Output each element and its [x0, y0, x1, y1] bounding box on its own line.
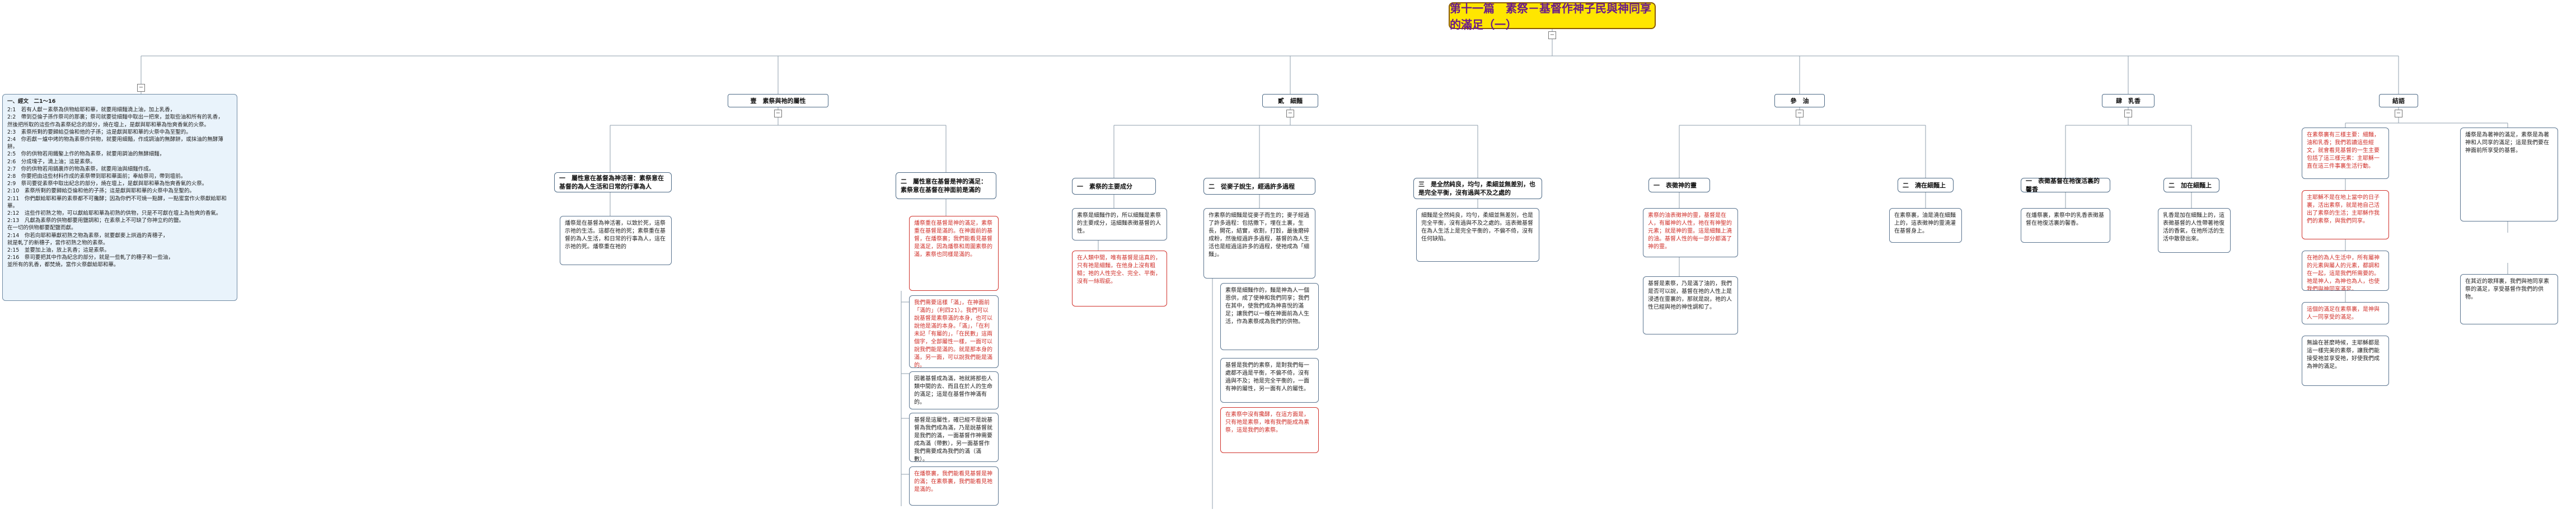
subtopic-2a[interactable]: 一 素祭的主要成分	[1072, 178, 1156, 195]
verse-line: 2:16 祭司要把其中作為紀念的部分，就是一些軋了的穗子和一些油，	[7, 254, 174, 261]
verse-line: 2:12 這些作初熟之物，可以獻給耶和華為初熟的供物，只是不可獻在壇上為怡爽的香…	[7, 210, 222, 217]
verse-line: 2:15 並要加上油，放上乳香；這是素祭。	[7, 247, 110, 254]
subtopic-4b[interactable]: 二 加在細麵上	[2163, 178, 2219, 192]
collapse-toggle-icon[interactable]: −	[1548, 31, 1556, 39]
note-2c-3: 基督是我們的素祭，是對我們每一處都不過是平衡，不偏不倚，沒有過與不及；祂是完全平…	[1220, 358, 1319, 403]
note-1b-5-text: 在燔祭裏，我們能看見基督是神的滿；在素祭裏，我們能看見祂是滿的。	[914, 471, 992, 493]
verse-line: 2:11 你們獻給耶和華的素祭都不可攙酵；因為你們不可燒一點酵，一點蜜當作火祭獻…	[7, 195, 227, 209]
subtopic-1b[interactable]: 二 屬性意在基督是神的滿足：素祭意在基督在神面前是滿的	[896, 172, 996, 199]
note-1b-4: 基督是這屬性，確已經不是說基督為我們成為滿，乃是說基督就是我們的滿，一面基督作神…	[909, 413, 999, 462]
scripture-panel: 一、經文 二1～16 2:1 若有人獻ㄧ素祭為供物給耶和華，就要用細麵澆上油，加…	[2, 94, 237, 301]
note-3a-1: 素祭的油表徵神的靈，基督是在人，有屬神的人性，祂在有神聖的元素；就是神的靈。這是…	[1643, 208, 1738, 257]
note-1b-2-text: 我們需要這樣「滿」，在神面前「滿的」（利四21）。我們可以說基督是素祭滿的本身，…	[914, 300, 992, 368]
note-2a-2: 在人類中間，唯有基督是這真的，只有祂是細麵，在他身上沒有粗糙；祂的人性完全、完全…	[1072, 251, 1167, 306]
section-3-heading[interactable]: 參 油	[1774, 94, 1825, 107]
subtopic-1a[interactable]: 一 屬性意在基督為神活著：素祭意在基督的為人生活和日常的行事為人	[554, 172, 672, 192]
note-1b-2: 我們需要這樣「滿」，在神面前「滿的」（利四21）。我們可以說基督是素祭滿的本身，…	[909, 295, 999, 368]
section-4-heading[interactable]: 肆 乳香	[2102, 94, 2155, 107]
note-5b: 主耶穌不是在地上當中的日子裏，活出素祭，就是祂自己活出了素祭的生活；主耶穌作我們…	[2302, 190, 2389, 239]
verse-line: 2:10 素祭所剩的要歸給亞倫和他的子孫；這是獻與耶和華的火祭中為至聖的。	[7, 188, 195, 195]
verse-line: 2:9 祭司要從素祭中取出紀念的部分，燒在壇上，是獻與耶和華為怡爽香氣的火祭。	[7, 181, 208, 187]
verse-line: 2:7 你的供物若用鍋裏炸的物為素祭，就要用油與細麵作成。	[7, 166, 154, 172]
note-3b-1: 在素祭裏，油是澆在細麵上的，這表徵神的靈澆灌在基督身上。	[1889, 208, 1962, 243]
verse-line: 2:14 你若向耶和華獻初熟之物為素祭，就要獻麥上烘過的青穗子，	[7, 232, 168, 239]
subtopic-2c[interactable]: 三 是全然純良，均勻，柔細並無差別，也是完全平衡，沒有過與不及之處的	[1413, 178, 1542, 199]
note-2c-2: 素祭是細麵作的，麵是神為人一個恩供，成了使神和我們同享；我們在其中，使我們成為神…	[1220, 283, 1319, 350]
note-1b-5: 在燔祭裏，我們能看見基督是神的滿；在素祭裏，我們能看見祂是滿的。	[909, 466, 999, 506]
note-5a: 在素祭裏有三樣主要：細麵，油和乳香；我們若讀這些經文，就會看見基督的一生主要包括…	[2302, 128, 2389, 179]
verse-line: 2:13 凡獻為素祭的供物都要用鹽調和；在素祭上不可缺了你神立約的鹽。	[7, 218, 184, 224]
note-1a: 燔祭是在基督為神活著，以致於死，這祭示祂的生活。這都在祂的死；素祭重在基督的為人…	[560, 216, 672, 265]
subtopic-3a[interactable]: 一 表徵神的靈	[1648, 178, 1710, 192]
collapse-toggle-icon[interactable]: −	[774, 110, 782, 117]
verse-line: 2:6 分成塊子，澆上油；這是素祭。	[7, 158, 96, 165]
collapse-toggle-icon[interactable]: −	[2124, 110, 2132, 117]
subtopic-2b[interactable]: 二 從麥子說生，經過許多過程	[1203, 178, 1315, 195]
verse-line: 2:5 你的供物若用鐵鏊上作的物為素祭，就要用調油的無酵細麵，	[7, 151, 165, 158]
collapse-toggle-icon[interactable]: −	[1286, 110, 1294, 117]
verse-line: 並所有的乳香，都焚燒，當作火祭獻給耶和華。	[7, 262, 119, 268]
section-5-heading[interactable]: 結語	[2379, 94, 2418, 107]
verse-line: 2:4 你若獻ㄧ爐中烤的物為素祭作供物，就要用細麵，作成調油的無酵餅，或抹油的無…	[7, 136, 223, 150]
subtopic-4a[interactable]: 一 表徵基督在祂復活裏的馨香	[2021, 177, 2110, 193]
verse-line: 2:1 若有人獻ㄧ素祭為供物給耶和華，就要用細麵澆上油，加上乳香，	[7, 107, 176, 114]
verse-line: 2:2 帶到亞倫子孫作祭司的那裏；祭司就要從細麵中取出一把來，並取些油和所有的乳…	[7, 114, 223, 121]
subtopic-3b[interactable]: 二 澆在細麵上	[1898, 178, 1954, 192]
section-1-heading[interactable]: 壹 素祭與祂的屬性	[728, 94, 828, 107]
collapse-toggle-icon[interactable]: −	[2395, 110, 2402, 117]
note-2a-1: 素祭是細麵作的，所以細麵是素祭的主要成分，這細麵表徵基督的人性。	[1072, 208, 1167, 241]
note-5e: 無論在甚麼時候，主耶穌都是這一樣完美的素祭，讓我們能接受祂並享受祂，好使我們成為…	[2302, 336, 2389, 386]
collapse-toggle-icon[interactable]: −	[137, 84, 145, 92]
note-1b-1: 燔祭重在基督是神的滿足，素祭重在基督是滿的。在神面前的基督，在燔祭裏；我們能看見…	[909, 216, 999, 291]
verse-line: 2:3 素祭所剩的要歸給亞倫和他的子孫；這是獻與耶和華的火祭中為至聖的。	[7, 129, 191, 135]
note-5c: 在祂的為人生活中，所有屬神的元素與屬人的元素，都調和在一起，這是我們所需要的。祂…	[2302, 251, 2389, 291]
page-title: 第十一篇 素祭－基督作神子民與神同享的滿足（一）	[1449, 2, 1656, 31]
collapse-toggle-icon[interactable]: −	[1796, 110, 1804, 117]
note-2c-4: 在素祭中沒有攙酵，在這方面是，只有祂是素祭，唯有我們能成為素祭，這是我們的素祭。	[1220, 407, 1319, 453]
verse-line: 就是軋了的新穗子，當作初熟之物的素祭。	[7, 239, 109, 246]
note-5f: 燔祭是為著神的滿足，素祭是為著神和人同享的滿足；這是我們要在神面前所享受的基督。	[2460, 128, 2558, 221]
note-4a-1: 在燔祭裏，素祭中的乳香表徵基督在祂復活裏的馨香。	[2021, 208, 2110, 243]
verse-line: 2:8 你要把由這些材料作成的素祭帶到耶和華面前；奉給祭司，帶到壇前。	[7, 173, 186, 180]
note-3a-2: 基督是素祭，乃是滿了油的，我們是否可以說，基督在祂的人性上是浸透在靈裏的，那就是…	[1643, 276, 1738, 334]
note-2b-1: 作素祭的細麵是從麥子而生的；麥子經過了許多過程：包括撒下，埋在土裏，生長，開花，…	[1203, 208, 1315, 279]
note-1b-3: 因著基督成為滿，祂就將那些人類中間的去、而且在於人的生命的滿足；這是在基督作神滿…	[909, 371, 999, 409]
note-2c-1: 細麵是全然純良，均勻，柔細並無差別，也是完全平衡，沒有過與不及之處的。這表徵基督…	[1416, 208, 1539, 262]
note-5d: 這個的滿足在素祭裏，是神與人一同享受的滿足。	[2302, 302, 2389, 324]
scripture-heading: 一、經文 二1～16	[7, 98, 56, 105]
note-5g: 在其近的歌拜裏，我們與祂同享素祭的滿足，享受基督作我們的供物。	[2460, 274, 2558, 324]
verse-line: 在一切的供物都要配鹽而獻。	[7, 225, 77, 232]
section-2-heading[interactable]: 貳 細麵	[1262, 94, 1318, 107]
note-4b-1: 乳香是加在細麵上的，這表徵基督的人性帶著祂復活的香氣，在祂所活的生活中散發出來。	[2158, 208, 2231, 253]
verse-line: 然後把所取的這些作為素祭紀念的部分，燒在壇上，是獻與耶和華為怡爽香氣的火祭。	[7, 121, 210, 128]
